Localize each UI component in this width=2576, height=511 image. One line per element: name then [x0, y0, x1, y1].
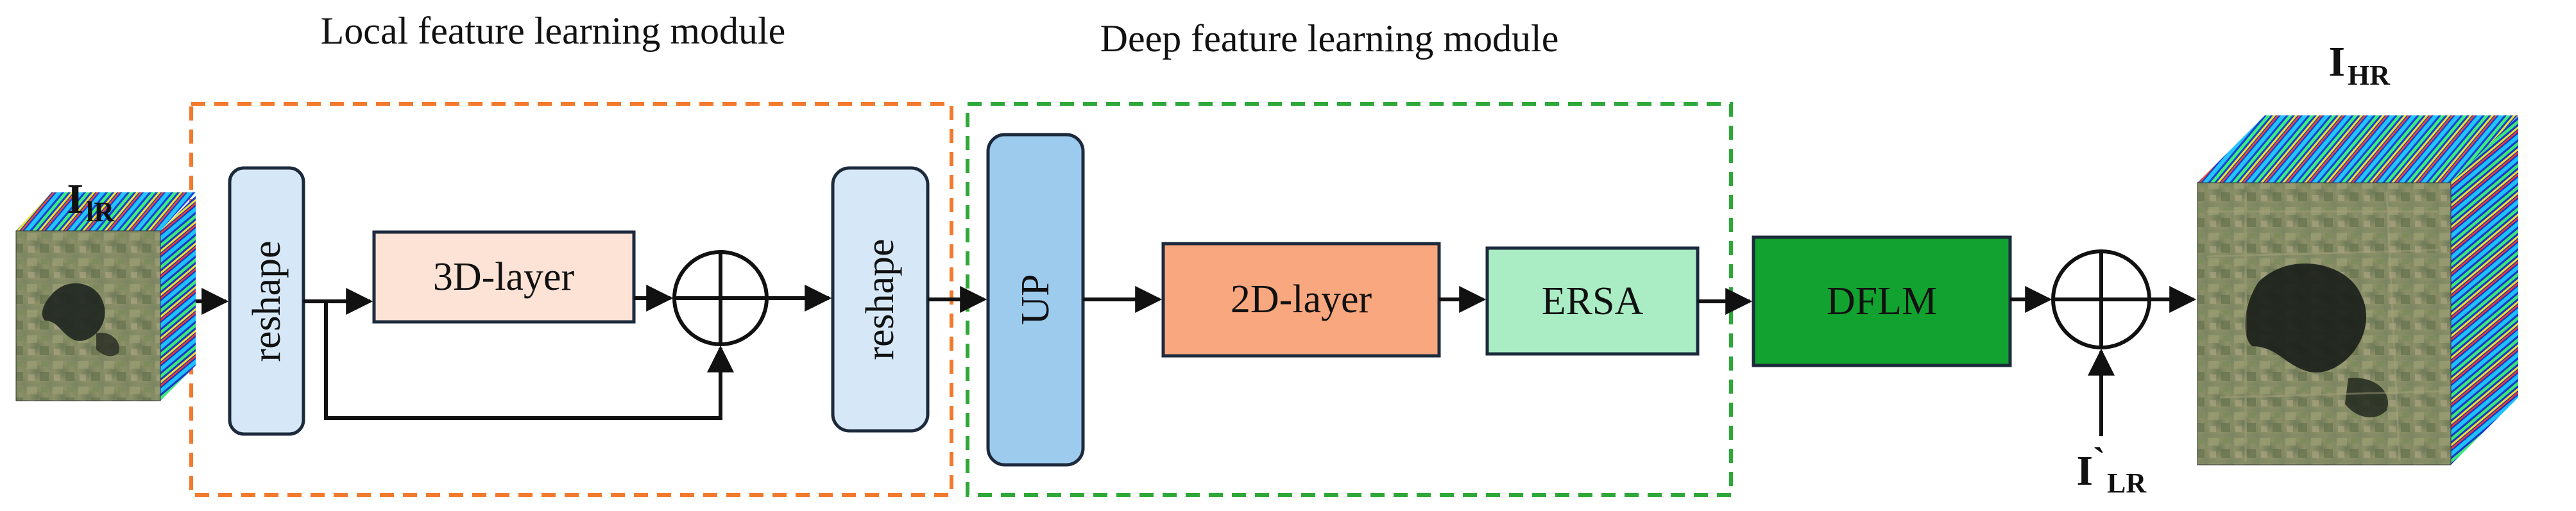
output-cube-icon — [2197, 115, 2518, 465]
local-module-title: Local feature learning module — [321, 10, 786, 52]
layer-3d-label: 3D-layer — [433, 255, 575, 299]
deep-module-title: Deep feature learning module — [1100, 17, 1559, 60]
ersa-block — [1485, 246, 1700, 356]
svg-text:lR: lR — [86, 196, 115, 228]
output-symbol: I HR — [2328, 38, 2391, 91]
residual-input-symbol: I ` LR — [2076, 440, 2147, 499]
svg-text:I: I — [2328, 38, 2345, 85]
dflm-label: DFLM — [1827, 280, 1937, 323]
skip-connection-local — [324, 301, 734, 420]
svg-text:I: I — [67, 176, 83, 222]
dflm-block — [1752, 235, 2012, 367]
svg-text:`: ` — [2093, 440, 2105, 482]
layer-2d-label: 2D-layer — [1231, 278, 1372, 321]
svg-text:HR: HR — [2348, 60, 2391, 91]
input-cube-side — [160, 196, 196, 401]
sum-node-2-circled-plus-icon — [2051, 249, 2151, 349]
layer-2d-block — [1161, 242, 1441, 358]
up-block-label: UP — [1014, 274, 1057, 324]
reshape-block-1-label: reshape — [245, 240, 289, 362]
output-cube-top — [2197, 115, 2518, 183]
layer-3d-block — [372, 230, 636, 324]
input-cube-icon — [15, 192, 196, 401]
reshape-block-2-label: reshape — [858, 239, 902, 360]
output-cube-side — [2451, 115, 2518, 465]
svg-text:LR: LR — [2107, 467, 2147, 499]
ersa-label: ERSA — [1542, 280, 1644, 323]
input-symbol: I lR — [67, 176, 115, 228]
svg-text:I: I — [2076, 448, 2093, 494]
sum-node-1-circled-plus-icon — [672, 250, 769, 346]
connectors — [196, 285, 2197, 436]
